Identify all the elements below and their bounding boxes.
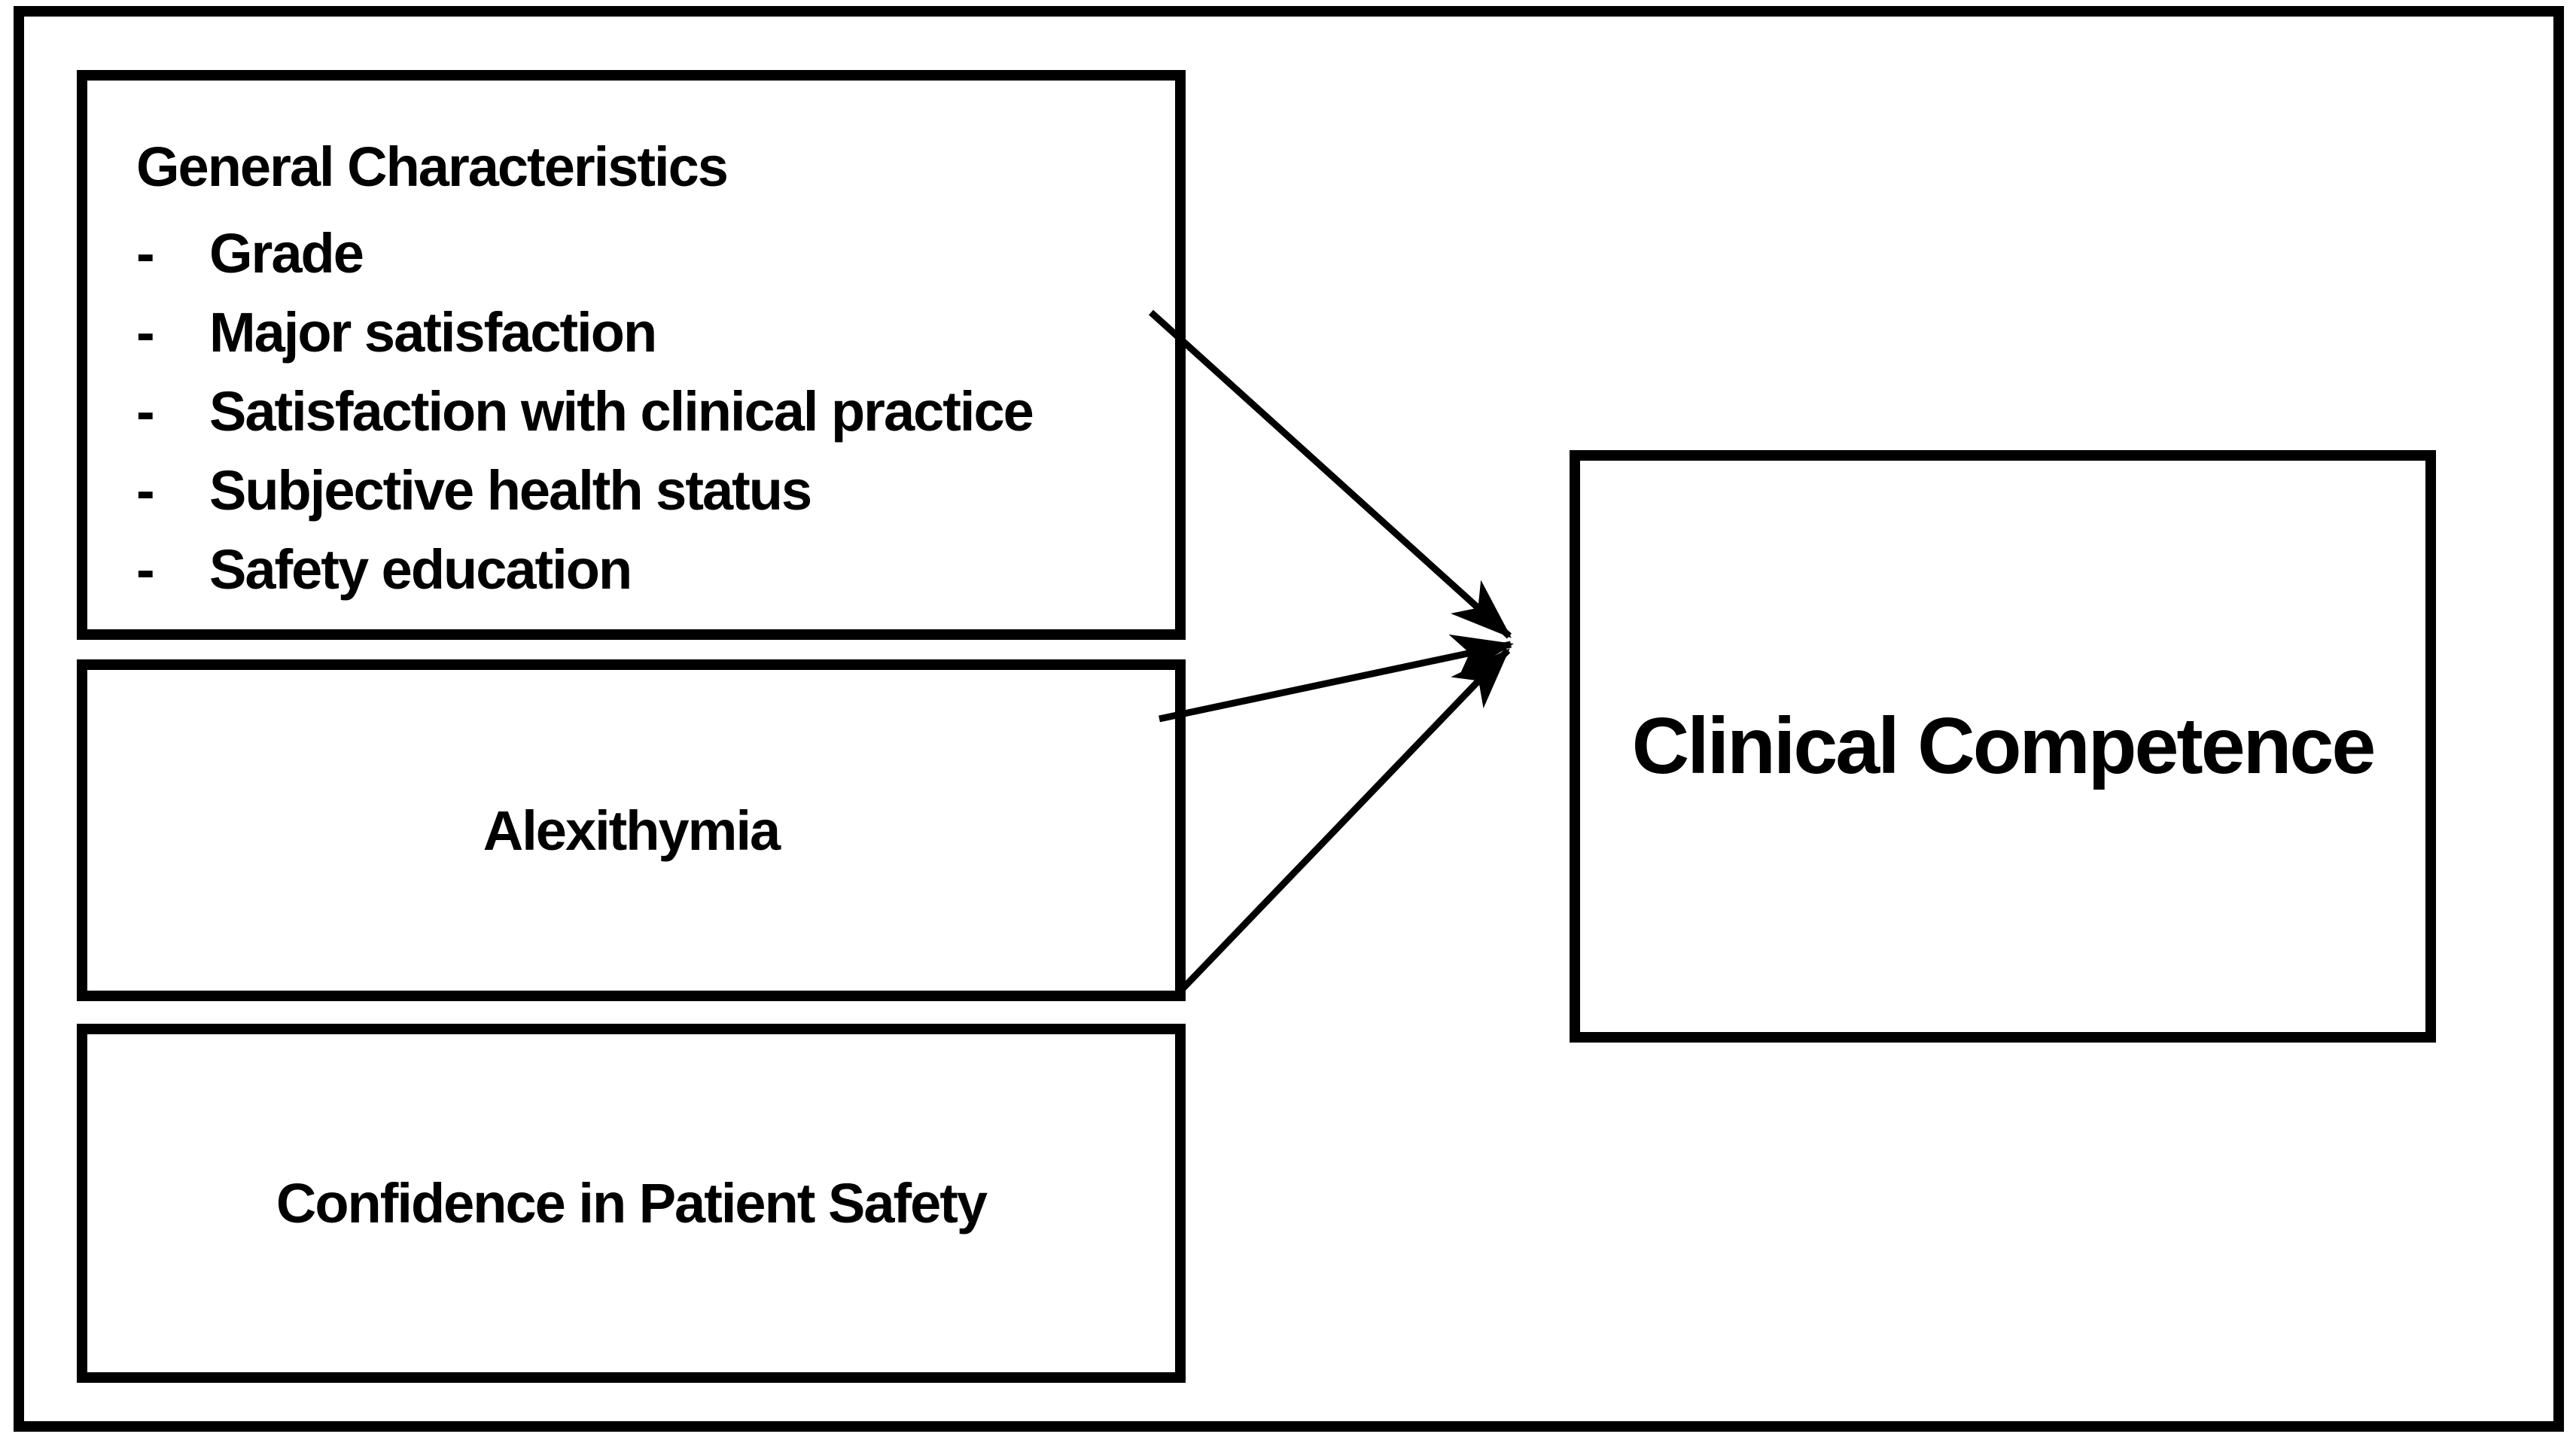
figure-border <box>14 6 2564 1432</box>
list-item-grade: -Grade <box>136 214 1145 293</box>
alexithymia-label: Alexithymia <box>483 799 781 862</box>
list-item-label: Subjective health status <box>209 459 812 522</box>
box-clinical-competence: Clinical Competence <box>1570 450 2436 1043</box>
dash-bullet: - <box>136 380 155 443</box>
dash-bullet: - <box>136 222 155 285</box>
list-item-label: Safety education <box>209 538 632 601</box>
box-confidence-in-patient-safety: Confidence in Patient Safety <box>77 1024 1186 1383</box>
list-item-satisfaction-clinical-practice: -Satisfaction with clinical practice <box>136 372 1145 451</box>
list-item-label: Satisfaction with clinical practice <box>209 380 1034 443</box>
general-characteristics-list: -Grade -Major satisfaction -Satisfaction… <box>136 214 1145 609</box>
list-item-major-satisfaction: -Major satisfaction <box>136 293 1145 372</box>
list-item-subjective-health-status: -Subjective health status <box>136 451 1145 530</box>
confidence-in-patient-safety-label: Confidence in Patient Safety <box>276 1172 988 1235</box>
list-item-label: Grade <box>209 222 364 285</box>
list-item-label: Major satisfaction <box>209 301 657 364</box>
dash-bullet: - <box>136 459 155 522</box>
clinical-competence-label: Clinical Competence <box>1631 702 2377 790</box>
box-general-characteristics: General Characteristics -Grade -Major sa… <box>77 70 1186 640</box>
box-alexithymia: Alexithymia <box>77 659 1186 1001</box>
dash-bullet: - <box>136 538 155 601</box>
list-item-safety-education: -Safety education <box>136 530 1145 609</box>
general-characteristics-title: General Characteristics <box>136 135 729 198</box>
dash-bullet: - <box>136 301 155 364</box>
